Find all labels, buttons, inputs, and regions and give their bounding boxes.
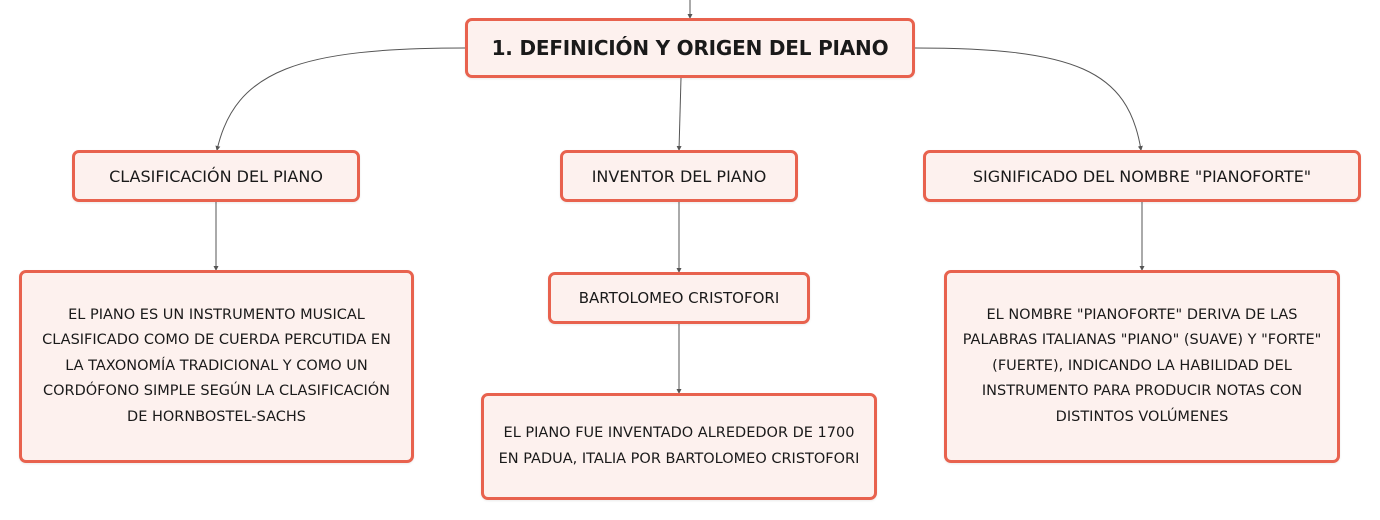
subtopic-label: BARTOLOMEO CRISTOFORI [578, 289, 780, 307]
subtopic-label: CLASIFICACIÓN DEL PIANO [109, 166, 323, 186]
subtopic-significado[interactable]: SIGNIFICADO DEL NOMBRE "PIANOFORTE" [923, 150, 1361, 202]
note-inventor[interactable]: EL PIANO FUE INVENTADO ALREDEDOR DE 1700… [481, 393, 877, 500]
note-clasificacion[interactable]: EL PIANO ES UN INSTRUMENTO MUSICAL CLASI… [19, 270, 414, 463]
note-text: EL PIANO FUE INVENTADO ALREDEDOR DE 1700… [498, 425, 860, 467]
subtopic-label: INVENTOR DEL PIANO [591, 166, 767, 186]
connector-root-to-significado [914, 47, 1143, 151]
note-text: EL PIANO ES UN INSTRUMENTO MUSICAL CLASI… [42, 306, 391, 425]
connector-root-to-clasificacion [215, 47, 466, 151]
subtopic-label: SIGNIFICADO DEL NOMBRE "PIANOFORTE" [972, 166, 1312, 186]
subtopic-clasificacion[interactable]: CLASIFICACIÓN DEL PIANO [72, 150, 360, 202]
subtopic-bartolomeo-cristofori[interactable]: BARTOLOMEO CRISTOFORI [548, 272, 810, 324]
topic-definicion-origen[interactable]: 1. DEFINICIÓN Y ORIGEN DEL PIANO [465, 18, 915, 78]
connector-root-to-inventor [676, 77, 682, 151]
note-text: EL NOMBRE "PIANOFORTE" DERIVA DE LAS PAL… [962, 306, 1322, 425]
topic-label: 1. DEFINICIÓN Y ORIGEN DEL PIANO [491, 36, 889, 60]
note-significado[interactable]: EL NOMBRE "PIANOFORTE" DERIVA DE LAS PAL… [944, 270, 1340, 463]
subtopic-inventor[interactable]: INVENTOR DEL PIANO [560, 150, 798, 202]
